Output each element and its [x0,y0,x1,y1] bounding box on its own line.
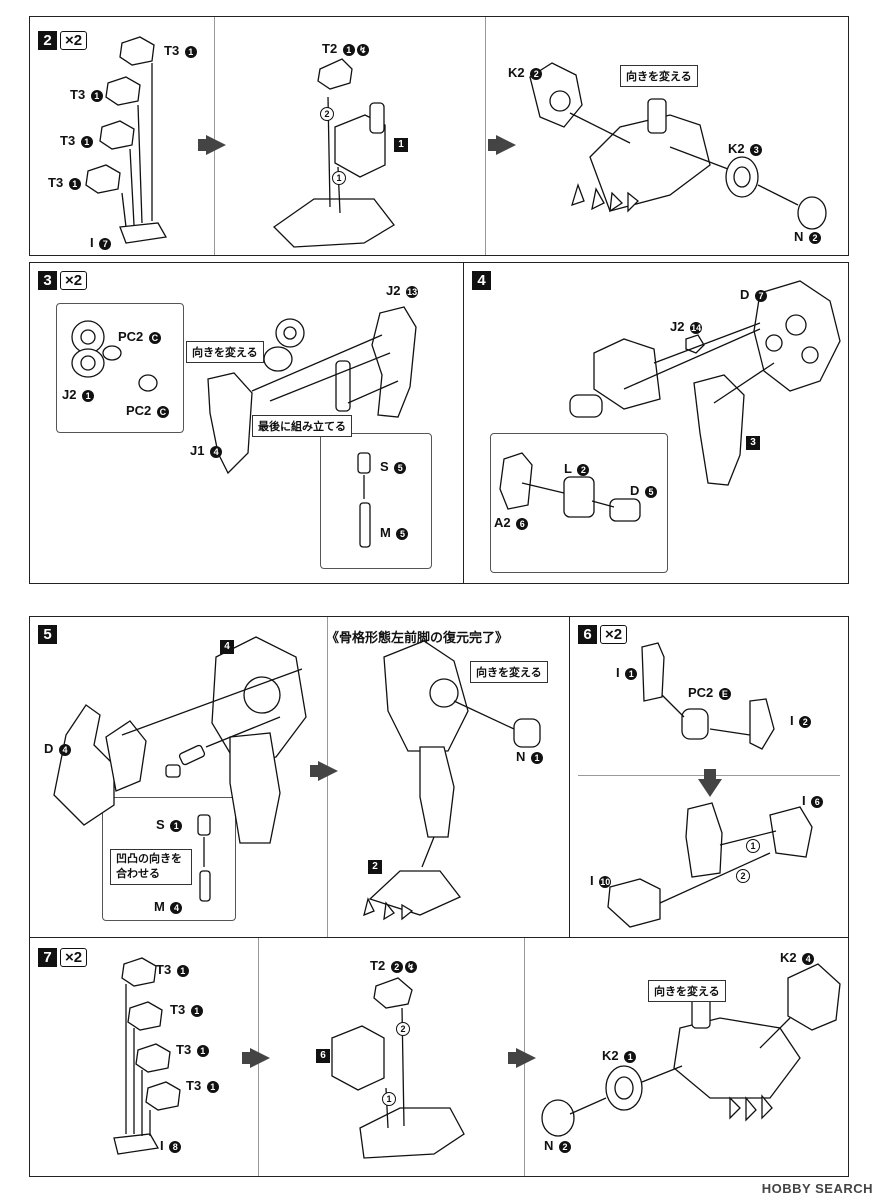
part-label-i: I 6 [802,793,824,808]
step-number: 7 [38,948,57,967]
part-label-d: D 4 [44,741,72,756]
part-label-s: S 5 [380,459,407,474]
orientation-note: 向きを変える [186,341,264,363]
part-label-pc2: PC2 C [118,329,161,344]
part-label-s: S 1 [156,817,183,832]
part-label-d: D 7 [740,287,768,302]
divider [327,617,328,937]
part-label-t3: T3 1 [186,1078,219,1093]
sub-assembly-label: 3 [746,433,760,450]
step-2-panel: 2 ×2 [29,16,849,256]
part-label-i: I 8 [160,1138,182,1153]
step-number: 4 [472,271,491,290]
part-label-j2: J2 1 [62,387,95,402]
part-label-n: N 1 [516,749,544,764]
parts-illustration [607,642,813,928]
part-label-i: I 10 [590,873,612,888]
part-label-j1: J1 4 [190,443,223,458]
part-label-pc2: PC2 E [688,685,731,700]
completion-title: 《骨格形態左前脚の復元完了》 [326,630,509,645]
order-marker: 1 [744,837,760,853]
part-label-n: N 2 [794,229,822,244]
order-marker: 2 [318,105,334,121]
assembly-note: 最後に組み立てる [252,415,352,437]
divider [485,17,486,255]
part-label-a2: A2 6 [494,515,529,530]
part-label-k2: K2 2 [508,65,543,80]
step-3-panel: 3 ×2 PC2 C J2 1 PC2 C 向きを変える 最後に組み立てる J2… [29,262,464,584]
part-label-m: M 4 [154,899,183,914]
order-marker: 1 [380,1090,396,1106]
part-label-t3: T3 1 [176,1042,209,1057]
part-label-i: I 1 [616,665,638,680]
step-number: 3 [38,271,57,290]
step-4-panel: 4 D 7 J2 14 3 L 2 D 5 A2 6 [463,262,849,584]
sub-assembly-label: 4 [220,637,234,654]
step-number: 5 [38,625,57,644]
orientation-note: 向きを変える [620,65,698,87]
step-number: 6 [578,625,597,644]
part-label-t3: T3 1 [48,175,81,190]
step-5-panel: 5 4 D 4 S 1 [29,616,570,938]
sub-assembly-label: 2 [368,857,382,874]
part-label-pc2: PC2 C [126,403,169,418]
orientation-note: 向きを変える [470,661,548,683]
order-marker: 2 [394,1020,410,1036]
part-label-l: L 2 [564,461,590,476]
part-label-m: M 5 [380,525,409,540]
part-label-d: D 5 [630,483,658,498]
part-label-t3: T3 1 [170,1002,203,1017]
step-number: 2 [38,31,57,50]
sub-assembly-label: 6 [316,1046,330,1063]
step-6-panel: 6 ×2 I 1 PC2 E I 2 I 6 I 10 1 2 [569,616,849,938]
step-7-panel: 7 ×2 [29,937,849,1177]
sub-assembly-box [320,433,432,569]
orientation-note: 向きを変える [648,980,726,1002]
part-label-t3: T3 1 [60,133,93,148]
part-label-k2: K2 1 [602,1048,637,1063]
multiplier-badge: ×2 [60,948,88,967]
order-marker: 2 [734,867,750,883]
part-label-t2: T2 2↯ [370,958,417,973]
part-label-t3: T3 1 [164,43,197,58]
multiplier-badge: ×2 [60,271,88,290]
part-label-t3: T3 1 [70,87,103,102]
multiplier-badge: ×2 [600,625,628,644]
parts-illustration [113,957,841,1159]
divider [214,17,215,255]
part-label-j2: J2 13 [386,283,419,298]
part-label-t3: T3 1 [156,962,189,977]
parts-illustration [71,306,417,548]
part-label-t2: T2 1↯ [322,41,369,56]
parts-illustration [85,36,827,248]
sub-assembly-label: 1 [394,135,408,152]
part-label-k2: K2 3 [728,141,763,156]
alignment-note: 凹凸の向きを合わせる [110,849,192,885]
part-label-j2: J2 14 [670,319,703,334]
order-marker: 1 [330,169,346,185]
watermark: HOBBY SEARCH [761,1181,873,1196]
parts-illustration [53,636,541,921]
part-label-k2: K2 4 [780,950,815,965]
part-label-i: I 7 [90,235,112,250]
part-label-i: I 2 [790,713,812,728]
parts-illustration [499,280,841,522]
part-label-n: N 2 [544,1138,572,1153]
multiplier-badge: ×2 [60,31,88,50]
